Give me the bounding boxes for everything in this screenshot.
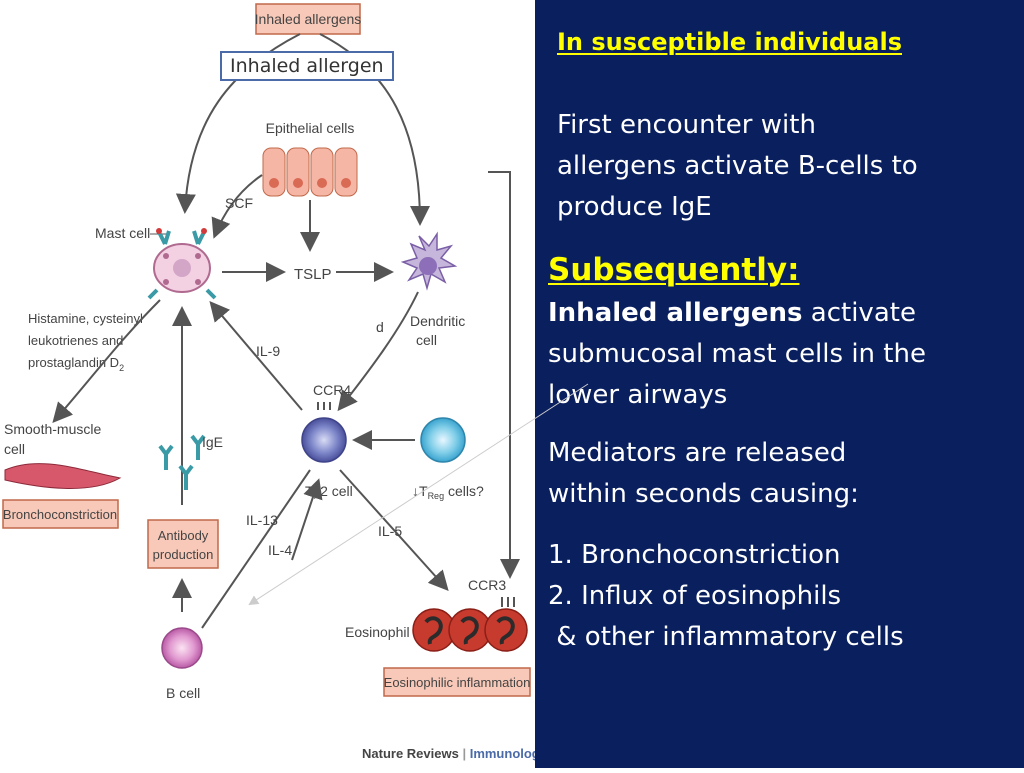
diagram-svg: Inhaled allergens Epithelial cells SCF M… — [2, 3, 548, 761]
epithelial-cells — [262, 147, 358, 197]
mediators-label-2: leukotrienes and — [28, 333, 123, 348]
inhaled-allergens-text: Inhaled allergens — [255, 11, 362, 27]
list-item-1: 1. Bronchoconstriction — [548, 540, 841, 570]
antibody-production-box: Antibody production — [147, 519, 219, 569]
mediators-line-2: within seconds causing: — [548, 479, 859, 509]
eosinophilic-inflammation-box: Eosinophilic inflammation — [383, 667, 531, 697]
b-cell-label: B cell — [166, 685, 200, 701]
list-item-2: 2. Influx of eosinophils — [548, 581, 842, 611]
il4-label: IL-4 — [268, 542, 292, 558]
mediators-label-1: Histamine, cysteinyl — [28, 311, 143, 326]
dendritic-cell — [400, 231, 458, 291]
inhaled-allergens-box: Inhaled allergens — [255, 3, 362, 35]
text-panel: In susceptible individuals First encount… — [535, 0, 1024, 768]
bronchoconstriction-text: Bronchoconstriction — [3, 507, 117, 522]
mast-cell — [147, 228, 217, 300]
arrow-to-dendritic — [319, 33, 430, 226]
inhaled-bold: Inhaled allergens — [548, 298, 803, 328]
smooth-muscle-label-1: Smooth-muscle — [4, 421, 101, 437]
il13-label: IL-13 — [246, 512, 278, 528]
antibody-label-2: production — [153, 547, 214, 562]
label-fragment: d — [376, 319, 384, 335]
ccr3-label: CCR3 — [468, 577, 506, 593]
eosinophils — [412, 608, 528, 652]
treg-label: ↓TReg cells? — [412, 483, 484, 501]
mediators-label-3: prostaglandin D2 — [28, 355, 124, 373]
mediators-line-1: Mediators are released — [548, 438, 847, 468]
il5-label: IL-5 — [378, 523, 402, 539]
first-encounter-line-1: First encounter with — [557, 110, 816, 140]
bronchoconstriction-box: Bronchoconstriction — [2, 499, 119, 529]
inhaled-allergen-label: Inhaled allergen — [220, 51, 394, 81]
subsequently-heading: Subsequently: — [548, 252, 800, 288]
tslp-label: TSLP — [294, 266, 332, 283]
mast-cell-label: Mast cell — [95, 225, 150, 241]
smooth-muscle-cell — [4, 463, 122, 489]
inhaled-rest: activate — [802, 298, 916, 328]
list-item-3: & other inflammatory cells — [548, 622, 904, 652]
ige-label: IgE — [202, 434, 223, 450]
first-encounter-line-2: allergens activate B-cells to — [557, 151, 918, 181]
th2-cell — [301, 417, 347, 463]
scf-label: SCF — [225, 195, 253, 211]
inhaled-line-2: submucosal mast cells in the — [548, 339, 926, 369]
epithelial-cells-label: Epithelial cells — [266, 120, 355, 136]
treg-cell — [420, 417, 466, 463]
smooth-muscle-label-2: cell — [4, 441, 25, 457]
dendritic-label-2: cell — [416, 332, 437, 348]
dendritic-label-1: Dendritic — [410, 313, 465, 329]
ige-antibodies — [158, 434, 206, 490]
credit-text: Nature Reviews | Immunology — [362, 746, 535, 761]
inhaled-line-3: lower airways — [548, 380, 728, 410]
inhaled-line-1: Inhaled allergens activate — [548, 293, 916, 334]
eosinophilic-inflammation-text: Eosinophilic inflammation — [384, 675, 531, 690]
ccr4-label: CCR4 — [313, 382, 351, 398]
panel-heading: In susceptible individuals — [557, 28, 903, 56]
arrow-to-mast-cell — [175, 33, 301, 214]
il9-label: IL-9 — [256, 343, 280, 359]
eosinophil-label: Eosinophil — [345, 624, 410, 640]
pathway-diagram: Inhaled allergens Epithelial cells SCF M… — [2, 3, 548, 761]
first-encounter-line-3: produce IgE — [557, 192, 712, 222]
antibody-label-1: Antibody — [158, 528, 209, 543]
b-cell — [161, 627, 203, 669]
